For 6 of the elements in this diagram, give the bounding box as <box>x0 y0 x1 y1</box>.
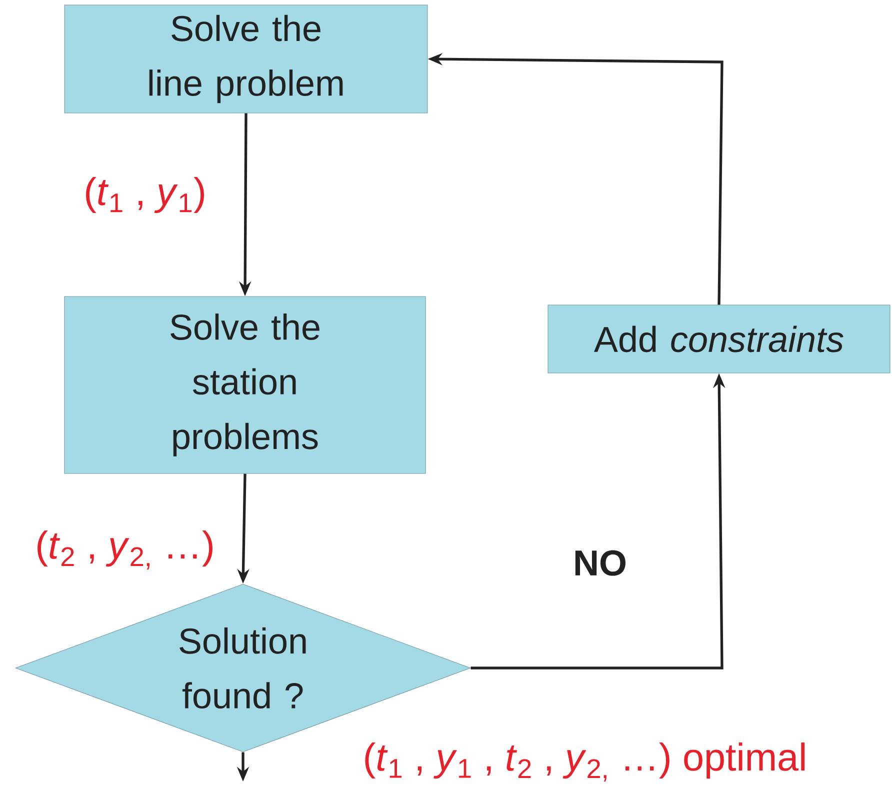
edge-label: (t$_{1}$ , y$_{1}$) <box>82 176 208 214</box>
edge-label: (t$_{2}$ , y$_{2,}$ …) <box>34 529 216 571</box>
process-box: Add constraints <box>548 304 890 374</box>
process-box: Solve the line problem <box>64 4 428 114</box>
process-box: Solve the station problems <box>64 296 426 474</box>
edge-label: NO <box>572 548 628 578</box>
